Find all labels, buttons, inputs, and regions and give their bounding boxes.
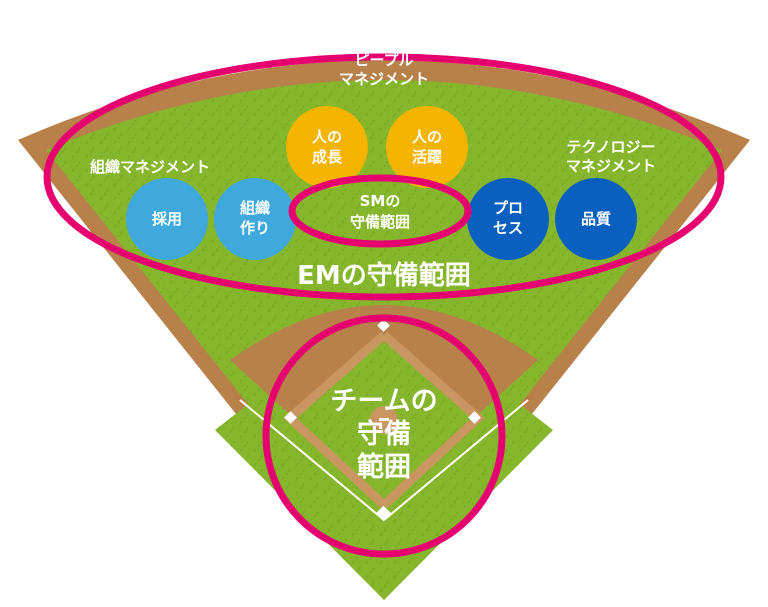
circle-growth-label-1: 人の (312, 128, 342, 146)
circle-growth-label-2: 成長 (312, 148, 343, 166)
label-tech-management-2: マネジメント (566, 157, 656, 175)
circle-hiring-label: 採用 (152, 210, 182, 228)
circle-org-building-label-2: 作り (240, 219, 270, 237)
label-people-management-2: マネジメント (339, 70, 429, 88)
base-icon (284, 411, 297, 424)
team-range-outline (262, 314, 506, 558)
sm-range-outline (288, 174, 472, 248)
sm-range-label-2: 守備範囲 (350, 213, 410, 231)
sm-range-label-1: SMの (360, 192, 401, 210)
circle-org-building-label-1: 組織 (240, 199, 270, 217)
circle-activity-label-1: 人の (412, 128, 442, 146)
base-icon (468, 411, 481, 424)
base-icon (377, 319, 390, 332)
circle-process-label-1: プロ (493, 199, 523, 217)
label-org-management: 組織マネジメント (90, 158, 210, 176)
team-range-label-1: チームの (330, 386, 437, 417)
circle-activity (386, 106, 468, 188)
label-tech-management-1: テクノロジー (566, 138, 655, 156)
circle-process-label-2: セス (493, 219, 523, 237)
circle-hiring (126, 178, 208, 260)
circle-quality (555, 178, 637, 260)
label-people-management-1: ピープル (354, 51, 413, 69)
pitcher-plate (379, 418, 389, 421)
circle-quality-label: 品質 (581, 210, 611, 228)
circle-process (467, 178, 549, 260)
circle-growth (286, 106, 368, 188)
circle-org-building (214, 178, 296, 260)
team-range-label-3: 範囲 (357, 451, 411, 483)
em-range-outline (43, 53, 725, 301)
team-range-label-2: 守備 (357, 418, 411, 450)
circle-activity-label-2: 活躍 (412, 148, 442, 166)
em-range-label: EMの守備範囲 (297, 260, 471, 291)
